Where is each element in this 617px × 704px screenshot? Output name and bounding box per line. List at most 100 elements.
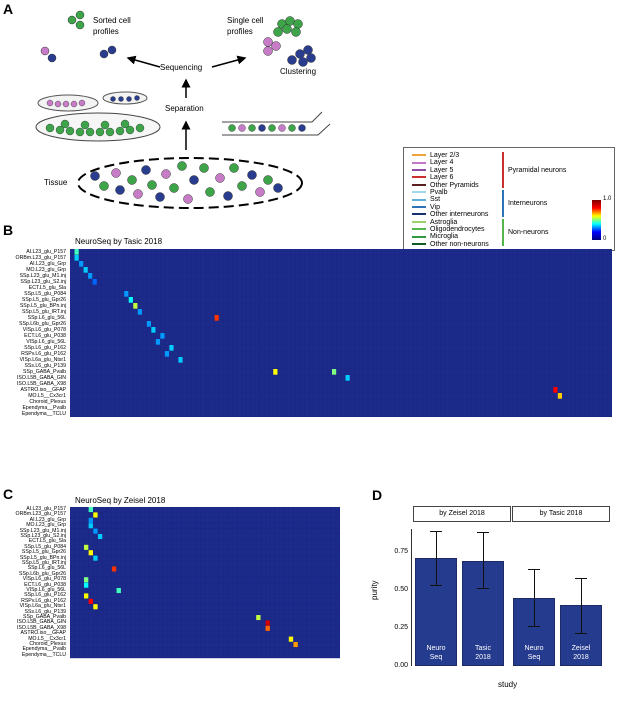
heatmap-cell bbox=[155, 411, 161, 417]
heatmap-cell bbox=[209, 598, 215, 604]
heatmap-cell bbox=[444, 333, 450, 339]
heatmap-cell bbox=[593, 249, 599, 255]
heatmap-cell bbox=[265, 642, 270, 648]
heatmap-cell bbox=[453, 279, 459, 285]
heatmap-cell bbox=[153, 517, 159, 523]
heatmap-cell bbox=[331, 303, 337, 309]
heatmap-cell bbox=[326, 528, 331, 534]
heatmap-cell bbox=[270, 539, 275, 545]
heatmap-cell bbox=[70, 393, 75, 399]
heatmap-cell bbox=[390, 333, 395, 339]
heatmap-cell bbox=[155, 303, 161, 309]
heatmap-cell bbox=[530, 357, 535, 363]
heatmap-cell bbox=[471, 309, 477, 315]
heatmap-cell bbox=[70, 291, 75, 297]
heatmap-cell bbox=[404, 411, 409, 417]
heatmap-cell bbox=[101, 267, 106, 273]
heatmap-cell bbox=[256, 555, 261, 561]
heatmap-cell bbox=[209, 539, 215, 545]
heatmap-cell bbox=[151, 345, 156, 351]
heatmap-cell bbox=[237, 517, 242, 523]
heatmap-cell bbox=[92, 267, 97, 273]
heatmap-cell bbox=[273, 255, 278, 261]
heatmap-cell bbox=[228, 339, 233, 345]
heatmap-cell bbox=[517, 363, 522, 369]
heatmap-cell bbox=[111, 615, 117, 621]
heatmap-cell bbox=[223, 598, 228, 604]
heatmap-cell bbox=[110, 387, 115, 393]
heatmap-cell bbox=[182, 387, 188, 393]
heatmap-cell bbox=[130, 582, 135, 588]
heatmap-cell bbox=[79, 345, 84, 351]
heatmap-cell bbox=[191, 582, 196, 588]
heatmap-cell bbox=[318, 261, 323, 267]
heatmap-cell bbox=[273, 285, 278, 291]
heatmap-cell bbox=[173, 369, 179, 375]
heatmap-cell bbox=[494, 363, 499, 369]
heatmap-cell bbox=[508, 327, 513, 333]
heatmap-cell bbox=[97, 255, 102, 261]
heatmap-cell bbox=[172, 539, 177, 545]
heatmap-cell bbox=[177, 544, 182, 550]
heatmap-cell bbox=[431, 351, 436, 357]
heatmap-cell bbox=[467, 357, 472, 363]
heatmap-cell bbox=[345, 291, 350, 297]
heatmap-cell bbox=[92, 399, 97, 405]
heatmap-cell bbox=[298, 507, 303, 513]
heatmap-cell bbox=[273, 387, 278, 393]
heatmap-cell bbox=[372, 333, 377, 339]
heatmap-cell bbox=[593, 411, 599, 417]
heatmap-cell bbox=[158, 528, 163, 534]
heatmap-cell bbox=[101, 339, 106, 345]
heatmap-cell bbox=[508, 345, 513, 351]
heatmap-cell bbox=[539, 345, 544, 351]
heatmap-cell bbox=[191, 393, 197, 399]
heatmap-cell bbox=[169, 399, 174, 405]
heatmap-cell bbox=[279, 593, 284, 599]
heatmap-cell bbox=[274, 555, 280, 561]
heatmap-cell bbox=[274, 544, 280, 550]
heatmap-cell bbox=[300, 375, 305, 381]
heatmap-cell bbox=[209, 625, 215, 631]
heatmap-cell bbox=[539, 327, 544, 333]
heatmap-cell bbox=[494, 255, 499, 261]
heatmap-cell bbox=[499, 273, 504, 279]
heatmap-cell bbox=[209, 561, 215, 567]
heatmap-cell bbox=[481, 279, 486, 285]
heatmap-cell bbox=[158, 523, 163, 529]
heatmap-cell bbox=[526, 351, 531, 357]
heatmap-cell bbox=[458, 369, 463, 375]
heatmap-cell bbox=[101, 381, 106, 387]
heatmap-cell bbox=[490, 375, 495, 381]
heatmap-cell bbox=[499, 339, 504, 345]
heatmap-cell bbox=[386, 291, 391, 297]
heatmap-cell bbox=[102, 539, 107, 545]
heatmap-cell bbox=[274, 625, 280, 631]
heatmap-cell bbox=[173, 375, 179, 381]
heatmap-cell bbox=[130, 642, 135, 648]
heatmap-cell bbox=[135, 642, 140, 648]
heatmap-cell bbox=[259, 327, 264, 333]
heatmap-cell bbox=[218, 512, 224, 518]
heatmap-cell bbox=[256, 598, 261, 604]
heatmap-cell bbox=[566, 393, 572, 399]
heatmap-cell bbox=[237, 405, 242, 411]
heatmap-cell bbox=[107, 523, 112, 529]
heatmap-cell bbox=[223, 279, 228, 285]
heatmap-cell bbox=[279, 636, 284, 642]
heatmap-cell bbox=[137, 339, 142, 345]
heatmap-cell bbox=[181, 631, 187, 637]
heatmap-cell bbox=[110, 369, 115, 375]
heatmap-cell bbox=[264, 387, 269, 393]
heatmap-cell bbox=[223, 285, 228, 291]
heatmap-cell bbox=[476, 321, 481, 327]
heatmap-cell bbox=[298, 593, 303, 599]
heatmap-cell bbox=[390, 273, 395, 279]
heatmap-cell bbox=[291, 405, 296, 411]
heatmap-cell bbox=[178, 267, 183, 273]
heatmap-cell bbox=[557, 345, 563, 351]
heatmap-cell bbox=[187, 273, 192, 279]
heatmap-cell bbox=[158, 539, 163, 545]
heatmap-cell bbox=[97, 285, 102, 291]
heatmap-cell bbox=[363, 345, 368, 351]
